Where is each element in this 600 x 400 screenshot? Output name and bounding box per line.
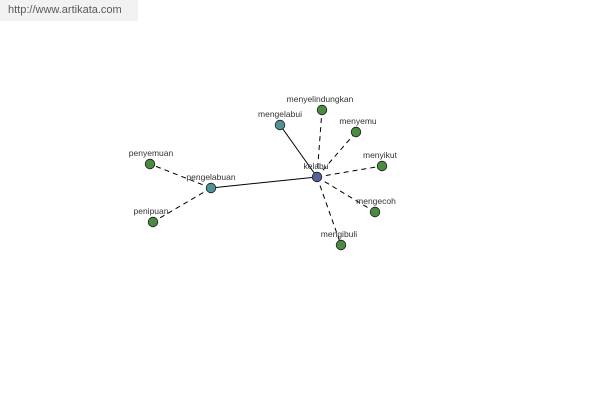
edge-pengelabuan-penyemuan: [149, 163, 212, 189]
edge-kelabu-mengibuli: [316, 176, 342, 246]
node-label-penipuan[interactable]: penipuan: [134, 206, 169, 216]
edge-kelabu-menyikut: [316, 165, 383, 178]
edge-kelabu-mengelabui: [279, 124, 318, 178]
node-kelabu[interactable]: [311, 171, 323, 183]
node-label-menyikut[interactable]: menyikut: [363, 150, 398, 160]
node-label-menyemu[interactable]: menyemu: [339, 116, 377, 126]
node-label-mengecoh[interactable]: mengecoh: [356, 196, 396, 206]
label-layer: kelabu pengelabuan mengelabui menyelindungk…: [129, 94, 398, 239]
node-layer: [144, 104, 388, 251]
edge-kelabu-mengecoh: [316, 176, 376, 213]
node-label-pengelabuan[interactable]: pengelabuan: [186, 172, 235, 182]
node-menyemu[interactable]: [350, 126, 362, 138]
node-label-kelabu[interactable]: kelabu: [303, 161, 328, 171]
node-menyelindungkan[interactable]: [316, 104, 328, 116]
node-label-mengibuli[interactable]: mengibuli: [321, 229, 357, 239]
node-label-mengelabui[interactable]: mengelabui: [258, 109, 302, 119]
edge-layer: [149, 109, 383, 246]
node-label-menyelindungkan[interactable]: menyelindungkan: [287, 94, 354, 104]
url-banner[interactable]: http://www.artikata.com: [0, 0, 138, 21]
node-label-penyemuan[interactable]: penyemuan: [129, 148, 174, 158]
node-pengelabuan[interactable]: [205, 182, 217, 194]
node-mengecoh[interactable]: [369, 206, 381, 218]
edge-kelabu-menyemu: [316, 131, 357, 178]
edge-pengelabuan-penipuan: [152, 187, 212, 223]
node-penipuan[interactable]: [147, 216, 159, 228]
edge-kelabu-pengelabuan: [210, 176, 318, 189]
node-mengibuli[interactable]: [335, 239, 347, 251]
node-penyemuan[interactable]: [144, 158, 156, 170]
edge-kelabu-menyelindungkan: [316, 109, 323, 178]
node-menyikut[interactable]: [376, 160, 388, 172]
url-text[interactable]: http://www.artikata.com: [8, 4, 122, 16]
node-mengelabui[interactable]: [274, 119, 286, 131]
